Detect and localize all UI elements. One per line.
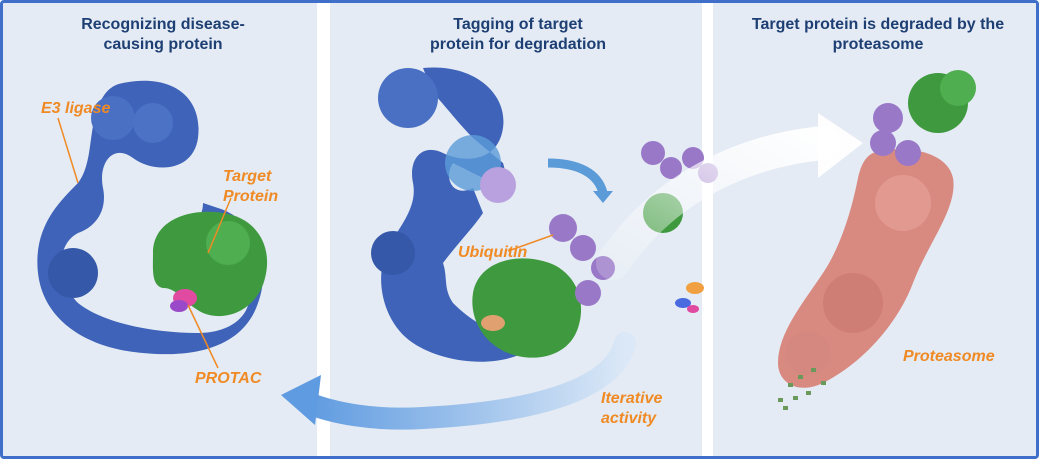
transport-arrow-head	[818, 113, 863, 178]
leader-line-ubiquitin	[507, 234, 554, 252]
label-proteasome: Proteasome	[903, 348, 995, 365]
binding-arrow	[547, 158, 608, 195]
peptide-fragments	[778, 368, 826, 410]
target-protein-shape-panel2	[472, 258, 582, 358]
label-target-protein: Target Protein	[223, 168, 279, 205]
illustration-layer	[37, 67, 976, 430]
binding-arrow-head	[593, 191, 613, 203]
label-e3-ligase: E3 ligase	[41, 100, 111, 117]
panel2-title: Tagging of target protein for degradatio…	[430, 16, 606, 53]
transport-arrow	[596, 126, 840, 280]
e3-ligase-shape-panel1	[37, 80, 264, 355]
label-ubiquitin: Ubiquitin	[458, 244, 528, 261]
iterative-arrow	[297, 332, 636, 430]
protac-shape-panel2	[481, 315, 505, 331]
panel1-title: Recognizing disease- causing protein	[81, 16, 245, 53]
label-protac: PROTAC	[195, 370, 262, 387]
label-iterative-activity: Iterative activity	[601, 390, 663, 427]
panel3-title: Target protein is degraded by the protea…	[751, 16, 1005, 53]
proteasome-shape	[778, 149, 954, 388]
ubiquitin-on-proteasome	[870, 103, 921, 166]
iterative-arrow-head	[281, 375, 321, 425]
target-on-proteasome	[908, 70, 976, 133]
e3-ligase-shape-panel2	[371, 67, 528, 362]
leader-lines-panel1	[57, 117, 232, 369]
ubiquitin-bead-panel2-a	[480, 167, 516, 203]
protac-transit	[675, 282, 704, 313]
target-protein-shape-panel1	[152, 211, 268, 317]
protac-shape-panel1	[170, 289, 197, 312]
